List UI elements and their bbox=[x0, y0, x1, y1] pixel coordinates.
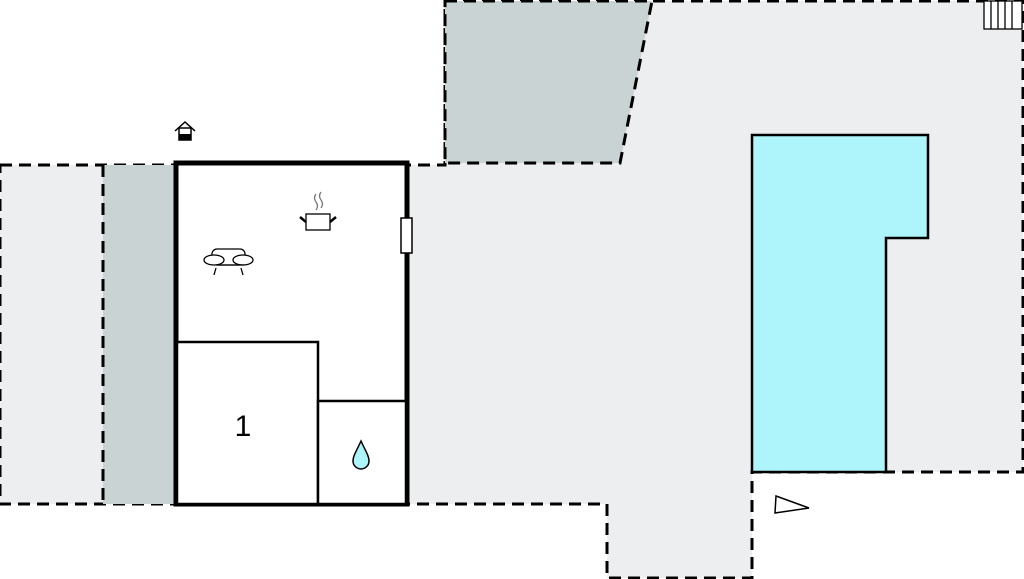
window-icon bbox=[400, 217, 413, 254]
north-arrow-icon bbox=[774, 494, 810, 514]
kitchen-icon bbox=[299, 191, 337, 231]
covered-area-top bbox=[443, 0, 654, 165]
stairs-icon bbox=[983, 0, 1023, 30]
entrance-icon bbox=[174, 120, 196, 141]
water-drop-icon bbox=[352, 439, 370, 470]
covered-area-left bbox=[103, 165, 176, 504]
sofa-icon bbox=[203, 248, 254, 276]
pool bbox=[750, 133, 930, 474]
room-label: 1 bbox=[235, 410, 252, 443]
